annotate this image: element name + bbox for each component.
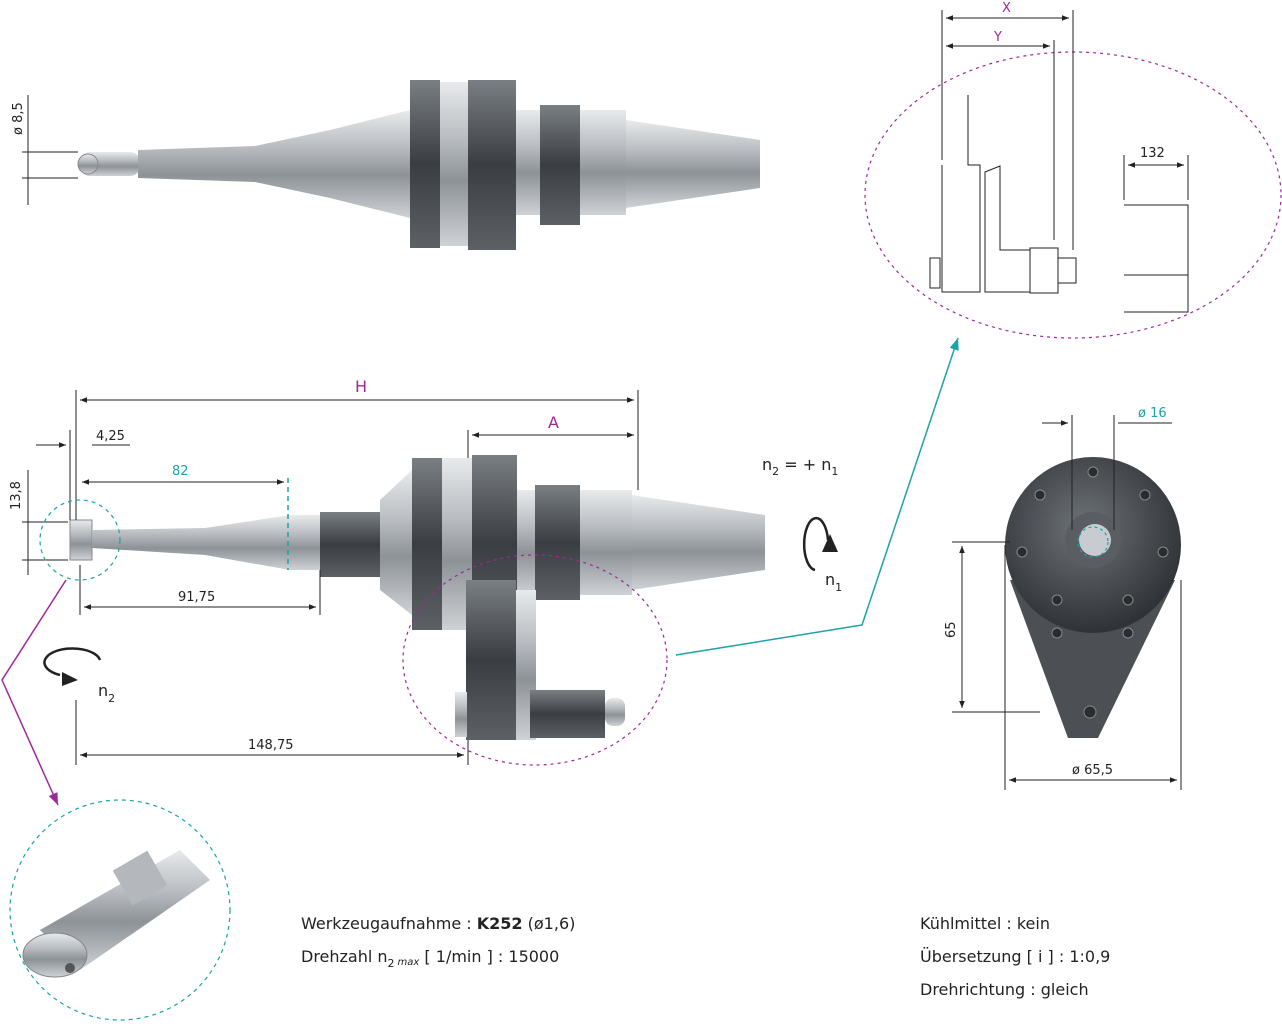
- d16-circle: [1077, 526, 1109, 558]
- dim-d655-label: ø 65,5: [1072, 763, 1113, 778]
- svg-text:n1: n1: [825, 570, 842, 594]
- ratio-spec: Übersetzung [ i ] : 1:0,9: [920, 947, 1111, 966]
- main-tool-view: [69, 455, 765, 740]
- dim-d65: 65: [944, 541, 1040, 713]
- specs-left: Werkzeugaufnahme : K252 (ø1,6) Drehzahl …: [301, 907, 575, 976]
- dim-d85: ø 8,5: [11, 95, 78, 205]
- top-tool-view: [77, 80, 760, 250]
- dim-d138: 13,8: [9, 470, 68, 575]
- xy-line-drawing: [929, 10, 1189, 313]
- dim-A: A: [467, 413, 634, 458]
- teal-leader-line: [675, 337, 959, 656]
- rotation-relation: n2 = + n1: [762, 455, 838, 478]
- head-closeup: [22, 850, 210, 978]
- direction-spec: Drehrichtung : gleich: [920, 980, 1089, 999]
- front-view: [1005, 457, 1181, 738]
- n1-sub: 1: [835, 581, 842, 594]
- dim-d14875-label: 148,75: [248, 738, 294, 753]
- tool-holder-spec: Werkzeugaufnahme : K252 (ø1,6): [301, 914, 576, 933]
- dim-d132: 132: [1128, 146, 1184, 168]
- dim-Y: Y: [946, 30, 1050, 49]
- n2-label: n: [98, 681, 108, 700]
- n1-label: n: [825, 570, 835, 589]
- dim-d425: 4,25: [36, 429, 130, 520]
- specs-right: Kühlmittel : kein Übersetzung [ i ] : 1:…: [920, 907, 1110, 1006]
- dim-d655: ø 65,5: [1004, 545, 1182, 790]
- dim-d138-label: 13,8: [9, 481, 24, 510]
- head-detail-circle: [39, 499, 121, 581]
- dim-d85-label: ø 8,5: [11, 102, 26, 135]
- dim-d9175-label: 91,75: [178, 590, 215, 605]
- dim-d14875: 148,75: [75, 700, 469, 765]
- dim-d132-label: 132: [1140, 146, 1165, 161]
- dim-X-label: X: [1002, 1, 1011, 16]
- dim-d9175: 91,75: [79, 565, 321, 615]
- dim-H-label: H: [355, 377, 367, 396]
- dim-d82-label: 82: [172, 464, 189, 479]
- dim-Y-label: Y: [993, 30, 1002, 45]
- dim-H: H: [75, 377, 639, 520]
- purple-leader-line: [1, 579, 67, 806]
- rotation-n2-icon: n2: [43, 647, 115, 705]
- dim-d65-label: 65: [944, 621, 959, 638]
- dim-d16: ø 16: [1042, 406, 1172, 530]
- dim-X: X: [946, 1, 1069, 21]
- rotation-n1-icon: n1: [802, 516, 842, 594]
- coolant-spec: Kühlmittel : kein: [920, 914, 1050, 933]
- n2-sub: 2: [108, 692, 115, 705]
- gearbox-detail-ellipse: [402, 554, 668, 766]
- dim-d82: 82: [82, 464, 289, 570]
- head-closeup-circle: [9, 799, 231, 1021]
- dim-A-label: A: [548, 413, 559, 432]
- svg-text:n2: n2: [98, 681, 115, 705]
- dim-d16-label: ø 16: [1138, 406, 1167, 421]
- dim-d425-label: 4,25: [96, 429, 125, 444]
